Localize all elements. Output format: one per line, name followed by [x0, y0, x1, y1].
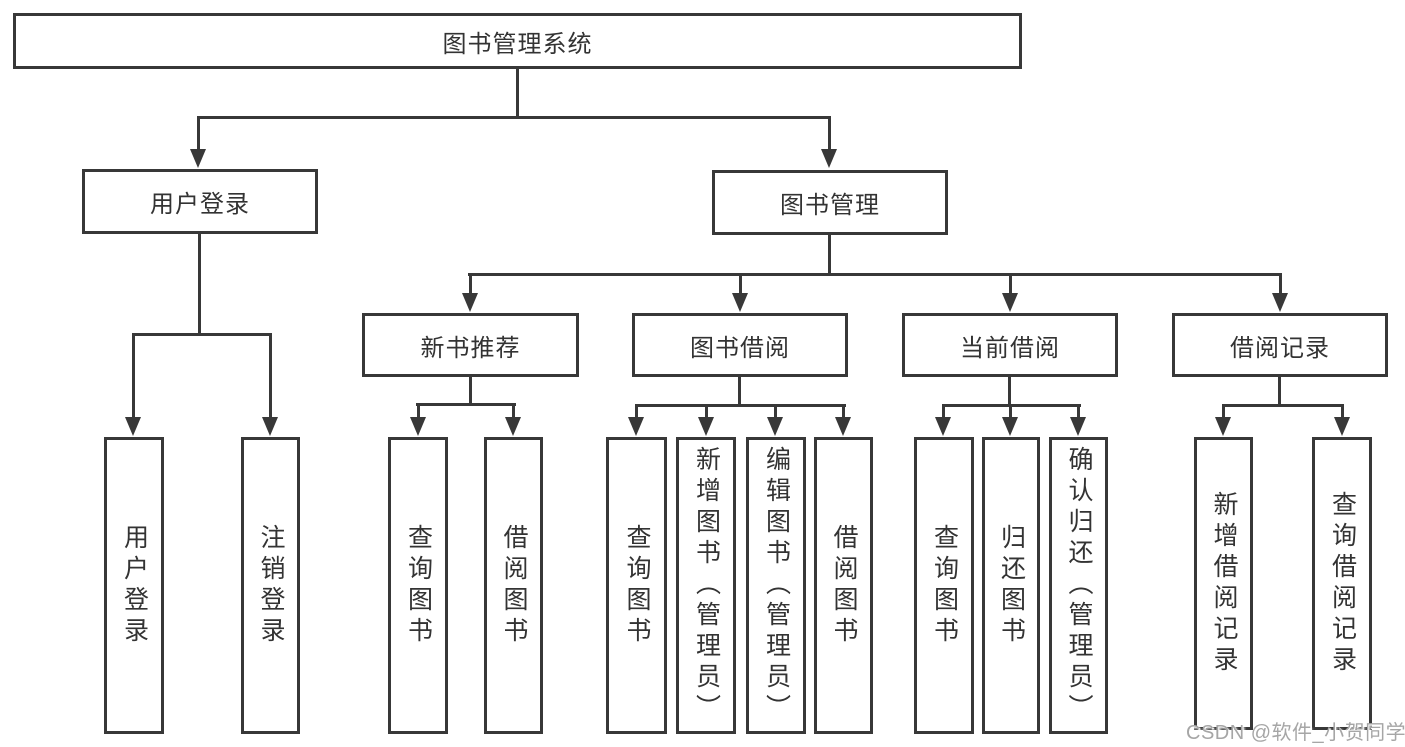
node-current-borrow: 当前借阅	[902, 313, 1118, 377]
node-book-borrow: 图书借阅	[632, 313, 848, 377]
connector-drop-current	[1009, 273, 1012, 294]
node-user-login: 用户登录	[82, 169, 318, 234]
arrowhead-down-icon	[1334, 417, 1350, 436]
arrowhead-down-icon	[835, 417, 851, 436]
connector-drop-record	[1279, 273, 1282, 294]
connector-drop-leaf	[1009, 404, 1012, 418]
arrowhead-down-icon	[698, 417, 714, 436]
connector-drop-leaf	[705, 404, 708, 418]
connector-drop-leaf	[1077, 404, 1080, 418]
arrowhead-down-icon	[505, 417, 521, 436]
arrowhead-down-icon	[767, 417, 783, 436]
arrowhead-down-icon	[628, 417, 644, 436]
leaf-add-borrow-record: 新增借阅记录	[1194, 437, 1253, 730]
arrowhead-down-icon	[190, 149, 206, 168]
connector-drop-leaf	[1341, 404, 1344, 418]
leaf-query-borrow-record: 查询借阅记录	[1312, 437, 1372, 730]
connector-record-crossbar	[1222, 404, 1344, 407]
connector-drop-leaf	[417, 403, 420, 418]
node-root-system: 图书管理系统	[13, 13, 1022, 69]
leaf-edit-books-admin: 编辑图书（管理员）	[746, 437, 806, 734]
connector-drop-book-mgmt	[828, 116, 831, 150]
arrowhead-down-icon	[1070, 417, 1086, 436]
arrowhead-down-icon	[262, 417, 278, 436]
leaf-borrow-books: 借阅图书	[814, 437, 873, 734]
leaf-return-books: 归还图书	[982, 437, 1040, 734]
csdn-watermark: CSDN @软件_小贺同学	[1186, 722, 1405, 744]
connector-drop-user-login	[197, 116, 200, 150]
connector-book-borrow-crossbar	[635, 404, 846, 407]
connector-new-rec-crossbar	[416, 403, 516, 406]
connector-book-borrow-trunk	[738, 376, 741, 407]
leaf-user-login: 用户登录	[104, 437, 164, 734]
connector-root-crossbar	[197, 116, 831, 119]
connector-root-trunk	[516, 68, 519, 119]
leaf-query-books: 查询图书	[914, 437, 974, 734]
arrowhead-down-icon	[1272, 293, 1288, 312]
connector-user-login-trunk	[198, 233, 201, 336]
node-new-book-recommend: 新书推荐	[362, 313, 579, 377]
connector-drop-book-borrow	[739, 273, 742, 294]
connector-drop-leaf	[132, 333, 135, 418]
node-book-management: 图书管理	[712, 170, 948, 235]
arrowhead-down-icon	[1215, 417, 1231, 436]
connector-new-rec-trunk	[469, 376, 472, 406]
connector-drop-leaf	[269, 333, 272, 418]
arrowhead-down-icon	[1002, 293, 1018, 312]
arrowhead-down-icon	[935, 417, 951, 436]
arrowhead-down-icon	[1002, 417, 1018, 436]
connector-book-mgmt-trunk	[828, 234, 831, 276]
connector-current-trunk	[1008, 376, 1011, 407]
connector-user-login-crossbar	[132, 333, 272, 336]
leaf-borrow-books: 借阅图书	[484, 437, 543, 734]
arrowhead-down-icon	[410, 417, 426, 436]
leaf-query-books: 查询图书	[388, 437, 448, 734]
leaf-logout: 注销登录	[241, 437, 300, 734]
connector-drop-new-rec	[469, 273, 472, 294]
arrowhead-down-icon	[462, 293, 478, 312]
leaf-confirm-return-admin: 确认归还（管理员）	[1049, 437, 1108, 734]
connector-drop-leaf	[774, 404, 777, 418]
connector-drop-leaf	[635, 404, 638, 418]
node-borrow-record: 借阅记录	[1172, 313, 1388, 377]
arrowhead-down-icon	[125, 417, 141, 436]
arrowhead-down-icon	[732, 293, 748, 312]
connector-drop-leaf	[1222, 404, 1225, 418]
connector-drop-leaf	[512, 403, 515, 418]
connector-drop-leaf	[842, 404, 845, 418]
connector-book-mgmt-crossbar	[468, 273, 1282, 276]
leaf-query-books: 查询图书	[606, 437, 667, 734]
connector-drop-leaf	[942, 404, 945, 418]
leaf-add-books-admin: 新增图书（管理员）	[676, 437, 736, 734]
connector-record-trunk	[1278, 376, 1281, 407]
arrowhead-down-icon	[821, 149, 837, 168]
